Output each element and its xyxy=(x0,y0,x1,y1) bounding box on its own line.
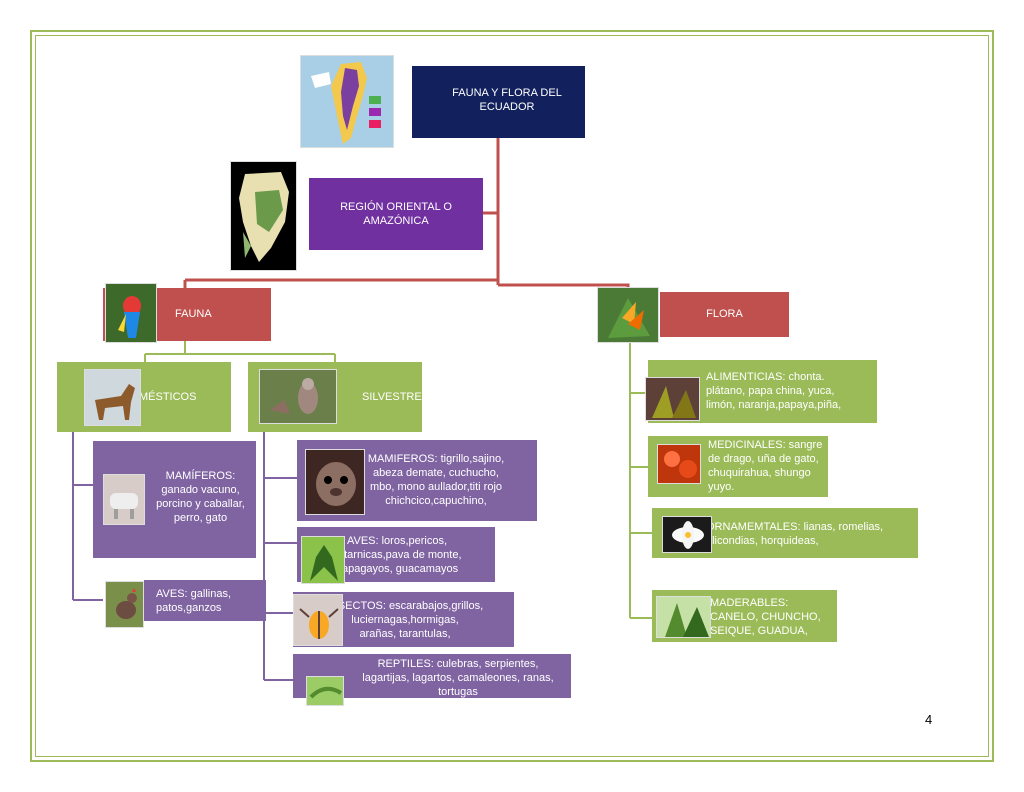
flora-medicinales-text: MEDICINALES: sangre de drago, uña de gat… xyxy=(708,439,823,493)
region-title: REGIÓN ORIENTAL O AMAZÓNICA xyxy=(340,201,452,227)
domesticos-aves-text: AVES: gallinas, patos,ganzos xyxy=(156,588,232,614)
kinkajou-icon xyxy=(316,462,356,506)
root-title: FAUNA Y FLORA DEL ECUADOR xyxy=(452,87,562,113)
heliconia-image xyxy=(597,287,659,343)
horse-image xyxy=(84,369,141,426)
leaves-icon xyxy=(664,451,697,478)
crops-image xyxy=(645,377,700,421)
connector-fauna-split xyxy=(144,341,336,362)
page-number: 4 xyxy=(925,712,933,727)
beetle-image xyxy=(293,594,343,646)
orchid-image xyxy=(662,516,712,553)
region-node: REGIÓN ORIENTAL O AMAZÓNICA xyxy=(309,178,483,250)
kinkajou-image xyxy=(305,449,365,515)
domesticos-mamiferos-text: MAMÍFEROS: ganado vacuno, porcino y caba… xyxy=(156,470,245,524)
map-amazon-region-image xyxy=(230,161,297,271)
silvestres-aves-text: AVES: loros,pericos, catarnicas,pava de … xyxy=(332,535,462,575)
macaw-image xyxy=(105,283,157,343)
trees-image xyxy=(656,596,711,638)
medicinal-plant-image xyxy=(657,444,701,484)
reptile-image xyxy=(306,676,344,706)
sloth-image xyxy=(259,369,337,424)
bird-image xyxy=(301,536,345,584)
connector-silvestres-branch xyxy=(263,432,297,681)
root-node: FAUNA Y FLORA DEL ECUADOR xyxy=(412,66,585,138)
crops-icon xyxy=(652,386,696,418)
chicken-image xyxy=(105,581,144,628)
fauna-title: FAUNA xyxy=(175,308,212,320)
domesticos-title: MÉSTICOS xyxy=(139,391,197,403)
silvestres-title: SILVESTRES: xyxy=(362,391,433,403)
chicken-icon xyxy=(116,588,137,619)
page-border-inner xyxy=(35,35,989,757)
cattle-icon xyxy=(110,493,138,519)
silvestres-reptiles-text: REPTILES: culebras, serpientes, lagartij… xyxy=(362,658,554,698)
flora-alimenticias-text: ALIMENTICIAS: chonta. plátano, papa chin… xyxy=(706,371,842,411)
region-map-icon xyxy=(239,172,289,262)
parrot-icon xyxy=(118,296,141,338)
silvestres-insectos-text: INSECTOS: escarabajos,grillos, luciernag… xyxy=(326,600,484,640)
map-icon xyxy=(311,62,381,144)
cattle-image xyxy=(103,474,145,525)
flora-medicinales-node: MEDICINALES: sangre de drago, uña de gat… xyxy=(648,436,828,497)
map-ecuador-regions-image xyxy=(300,55,394,148)
orchid-icon xyxy=(672,521,704,549)
beetle-icon xyxy=(299,608,339,639)
sloth-icon xyxy=(270,378,318,414)
flora-title: FLORA xyxy=(706,308,743,320)
page-border-outer xyxy=(30,30,994,762)
silvestres-mamiferos-text: MAMIFEROS: tigrillo,sajino, abeza demate… xyxy=(367,453,505,507)
connector-domesticos-branch xyxy=(72,432,103,601)
bird-icon xyxy=(310,545,338,581)
flower-icon xyxy=(608,298,650,338)
domesticos-aves-node: AVES: gallinas, patos,ganzos xyxy=(144,580,266,621)
tree-icon xyxy=(665,603,709,637)
lizard-icon xyxy=(309,686,343,699)
flora-ornamentales-text: ORNAMEMTALES: lianas, romelias, elicondi… xyxy=(706,521,884,547)
flora-node: FLORA xyxy=(660,292,789,337)
flora-maderables-text: MADERABLES: CANELO, CHUNCHO, SEIQUE, GUA… xyxy=(710,597,821,637)
connector-flora-branch xyxy=(629,343,652,619)
horse-icon xyxy=(95,384,135,420)
